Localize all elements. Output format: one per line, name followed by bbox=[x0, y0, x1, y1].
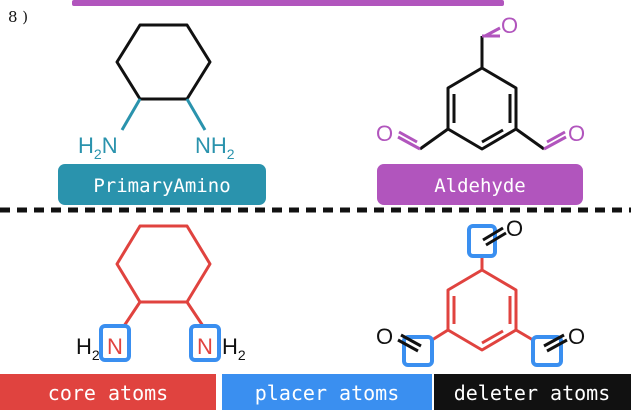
svg-text:N: N bbox=[197, 334, 213, 359]
top-banner-fragment bbox=[72, 0, 504, 6]
svg-text:N: N bbox=[107, 334, 123, 359]
aldehyde-oxygen-left: O bbox=[376, 121, 393, 146]
placer-box-left bbox=[99, 324, 131, 362]
bottom-amine-molecule: H2 N N H2 bbox=[76, 224, 246, 363]
svg-text:placer atoms: placer atoms bbox=[255, 381, 400, 405]
top-amine-molecule: H2N NH2 bbox=[78, 23, 235, 162]
legend-deleter-atoms: deleter atoms bbox=[434, 374, 631, 410]
placer-box-right bbox=[189, 324, 221, 362]
amine-label-right: NH2 bbox=[195, 133, 235, 162]
svg-text:H2: H2 bbox=[76, 334, 100, 363]
svg-text:PrimaryAmino: PrimaryAmino bbox=[93, 175, 230, 197]
legend-placer-atoms: placer atoms bbox=[222, 374, 432, 410]
aldehyde-oxygen-top: O bbox=[501, 13, 518, 38]
svg-text:O: O bbox=[506, 216, 523, 241]
amine-bond-left bbox=[120, 98, 142, 131]
svg-text:core atoms: core atoms bbox=[48, 381, 168, 405]
amine-label-left: H2N bbox=[78, 133, 118, 162]
top-aldehyde-molecule: O O O bbox=[376, 13, 585, 151]
aldehyde-ring bbox=[446, 66, 518, 151]
bottom-aldehyde-molecule: O O O bbox=[376, 216, 585, 367]
badge-aldehyde: Aldehyde bbox=[377, 164, 583, 205]
svg-text:H2: H2 bbox=[222, 334, 246, 363]
svg-text:O: O bbox=[376, 324, 393, 349]
badge-primary-amino: PrimaryAmino bbox=[58, 164, 266, 205]
legend-core-atoms: core atoms bbox=[0, 374, 216, 410]
svg-text:deleter atoms: deleter atoms bbox=[454, 381, 611, 405]
svg-text:O: O bbox=[568, 324, 585, 349]
amine-bond-right bbox=[185, 98, 207, 131]
placer-box-left-ald bbox=[402, 335, 434, 367]
aldehyde-oxygen-right: O bbox=[568, 121, 585, 146]
svg-text:Aldehyde: Aldehyde bbox=[434, 175, 526, 197]
placer-box-right-ald bbox=[531, 335, 563, 367]
amine-ring bbox=[115, 23, 212, 101]
figure-label: 8 ) bbox=[8, 8, 28, 26]
